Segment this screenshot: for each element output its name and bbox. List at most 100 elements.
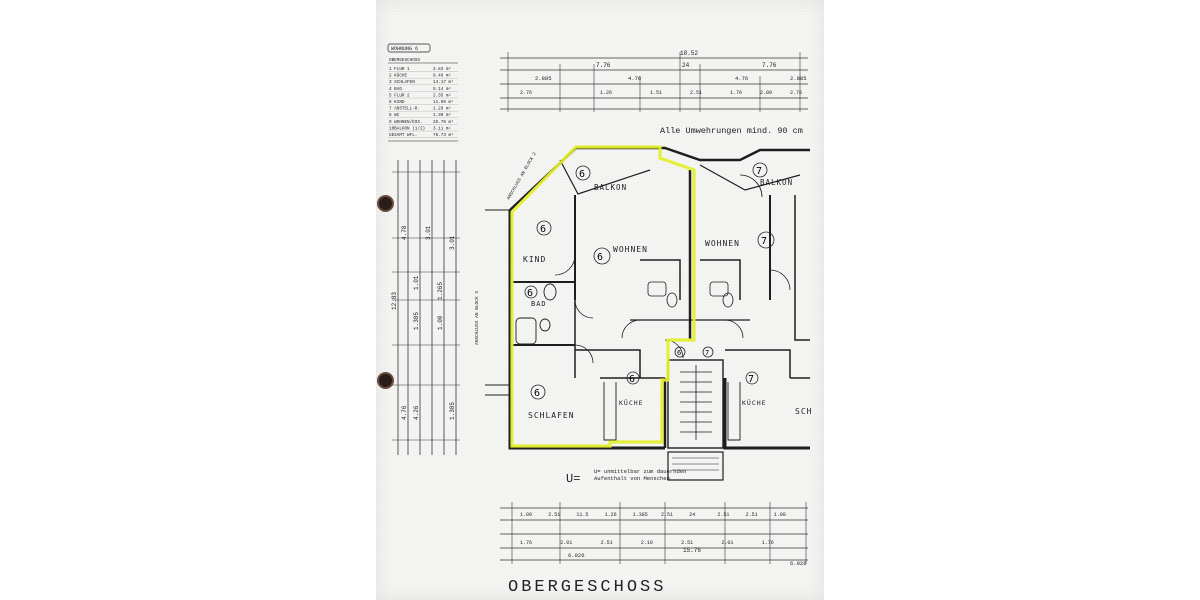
- dim-top-total: 18.52: [680, 50, 698, 57]
- legend-row-label: GESAMT WFL.: [389, 133, 417, 138]
- legend-row-label: 2 KÜCHE: [389, 74, 407, 79]
- dim-top-row2-d: 2.885: [790, 75, 807, 82]
- unit-marker-flur-right: 7: [702, 346, 714, 358]
- unit-marker-balkon-right: 7: [752, 162, 768, 178]
- dim-left-row2-c: 4.26: [413, 405, 420, 420]
- legend-row-value: 1.30 m²: [433, 112, 451, 118]
- sheet-title: OBERGESCHOSS: [508, 578, 667, 597]
- unit-marker-schlafen: 6: [530, 384, 546, 400]
- dim-bottom-row2-3: 2.10: [641, 540, 653, 546]
- legend-row-value: 14.17 m²: [433, 79, 454, 85]
- dim-top-row2-a: 2.885: [535, 75, 552, 82]
- left-dimension-chains: [392, 160, 460, 455]
- legend-row-label: 6 KIND: [389, 100, 405, 105]
- svg-text:7: 7: [761, 236, 767, 247]
- unit-marker-flur-left: 6: [674, 346, 686, 358]
- dim-top-row2-b: 4.76: [628, 75, 641, 82]
- area-legend-table: WOHNUNG 6 OBERGESCHOSS 1 FLUR 1 2.83 m² 2 …: [387, 43, 458, 142]
- dim-left-row2-b: 1.01: [413, 275, 420, 290]
- dim-bottom-row2-5: 2.01: [721, 540, 733, 546]
- dim-left-row1-a: 4.78: [401, 225, 408, 240]
- dim-top-row3-b: 1.26: [600, 90, 612, 96]
- room-label-kind: KIND: [523, 255, 546, 264]
- dim-bottom-mid: 15.76: [683, 547, 701, 554]
- legend-row-label: 1 FLUR 1: [389, 67, 410, 72]
- dim-left-col-c: 1.00: [437, 315, 444, 330]
- dim-bottom-row1-6: 24: [689, 512, 695, 518]
- room-label-wohnen-right: WOHNEN: [705, 239, 740, 248]
- u-note-line2: Aufenthalt von Menschen: [594, 475, 670, 482]
- legend-row-value: 5.14 m²: [433, 86, 451, 92]
- dim-bottom-row1-1: 2.51: [548, 512, 560, 518]
- punch-hole-bottom: [377, 372, 394, 389]
- note-mid-block: ANSCHLUSS AN BLOCK 3: [474, 291, 480, 345]
- dim-bottom-row1-4: 1.385: [633, 512, 648, 518]
- dim-bottom-row1-3: 1.26: [605, 512, 617, 518]
- unit-marker-wohnen: 6: [593, 247, 611, 265]
- room-label-wohnen-left: WOHNEN: [613, 245, 648, 254]
- dim-bottom-row1-0: 1.00: [520, 512, 532, 518]
- highlighted-apartment-outline: [510, 145, 696, 448]
- dim-bottom-row1-5: 2.51: [661, 512, 673, 518]
- svg-text:6: 6: [527, 288, 533, 299]
- legend-row-label: 3 SCHLAFEN: [389, 80, 415, 85]
- dim-bottom-row2-1: 2.01: [560, 540, 572, 546]
- dim-left-row1-b: 4.76: [401, 405, 408, 420]
- dim-bottom-row1-8: 2.51: [746, 512, 758, 518]
- legend-row-label: 4 BAD: [389, 87, 402, 92]
- dim-top-row3-g: 2.76: [790, 90, 802, 96]
- legend-sub: OBERGESCHOSS: [389, 58, 420, 63]
- svg-text:6: 6: [534, 388, 540, 399]
- legend-row-value: 3.11 m²: [433, 125, 451, 131]
- svg-text:6: 6: [677, 349, 681, 357]
- note-left-block: ANSCHLUSS AN BLOCK 2: [506, 151, 538, 201]
- legend-row-label: 10BALKON (1/2): [389, 126, 425, 131]
- room-label-kueche-left: KÜCHE: [619, 398, 644, 407]
- svg-text:6: 6: [579, 169, 585, 180]
- top-dimension-chains: [500, 52, 808, 112]
- room-label-sch-cut: SCH: [795, 407, 812, 416]
- legend-row-value: 9.46 m²: [433, 73, 451, 79]
- dim-top-row3-d: 2.51: [690, 90, 702, 96]
- legend-row-value: 76.73 m²: [433, 132, 454, 138]
- legend-row-value: 2.83 m²: [433, 66, 451, 72]
- legend-row-label: 5 FLUR 2: [389, 93, 410, 98]
- dim-bottom-left: 6.926: [568, 552, 585, 559]
- dim-bottom-right: 6.926: [790, 560, 807, 567]
- dim-top-row3-f: 2.00: [760, 90, 772, 96]
- dim-left-total: 12.83: [391, 292, 398, 310]
- unit-marker-wohnen-right: 7: [757, 231, 775, 249]
- dim-top-row3-e: 1.76: [730, 90, 742, 96]
- bottom-dimension-chains: [500, 502, 808, 564]
- dim-top-row1-b: 24: [682, 62, 690, 69]
- svg-text:6: 6: [540, 224, 546, 235]
- plan-sheet: [376, 0, 824, 600]
- room-label-bad: BAD: [531, 300, 547, 308]
- punch-hole-top: [377, 195, 394, 212]
- room-label-kueche-right: KÜCHE: [742, 398, 767, 407]
- unit-number-markers: 6 6 6 6 6 6 6 7 7 7 7: [524, 162, 775, 400]
- legend-row-value: 2.35 m²: [433, 92, 451, 98]
- room-label-schlafen: SCHLAFEN: [528, 411, 575, 420]
- dim-bottom-row2-2: 2.51: [601, 540, 613, 546]
- dim-top-row3-a: 2.76: [520, 90, 532, 96]
- dim-bottom-row2-4: 2.51: [681, 540, 693, 546]
- dim-top-row1-c: 7.76: [762, 62, 777, 69]
- dim-top-row3-c: 1.51: [650, 90, 662, 96]
- dim-bottom-row2-6: 1.76: [762, 540, 774, 546]
- dim-left-col-d: 3.01: [449, 235, 456, 250]
- legend-header: WOHNUNG 6: [391, 46, 418, 52]
- legend-row-label: 7 ABSTELL-R.: [389, 107, 420, 112]
- unit-marker-kueche-right: 7: [745, 371, 759, 385]
- unit-marker-kueche: 6: [626, 371, 640, 385]
- room-label-balkon-right: BALKON: [760, 178, 793, 187]
- room-label-balkon-left: BALKON: [594, 183, 627, 192]
- svg-text:7: 7: [705, 349, 709, 357]
- dim-top-row1-a: 7.76: [596, 62, 611, 69]
- legend-row-value: 11.09 m²: [433, 99, 454, 105]
- unit-marker-kind: 6: [536, 220, 552, 236]
- dim-left-col-a: 3.01: [425, 225, 432, 240]
- unit-marker-bad: 6: [524, 285, 538, 299]
- plan-walls: [485, 146, 810, 481]
